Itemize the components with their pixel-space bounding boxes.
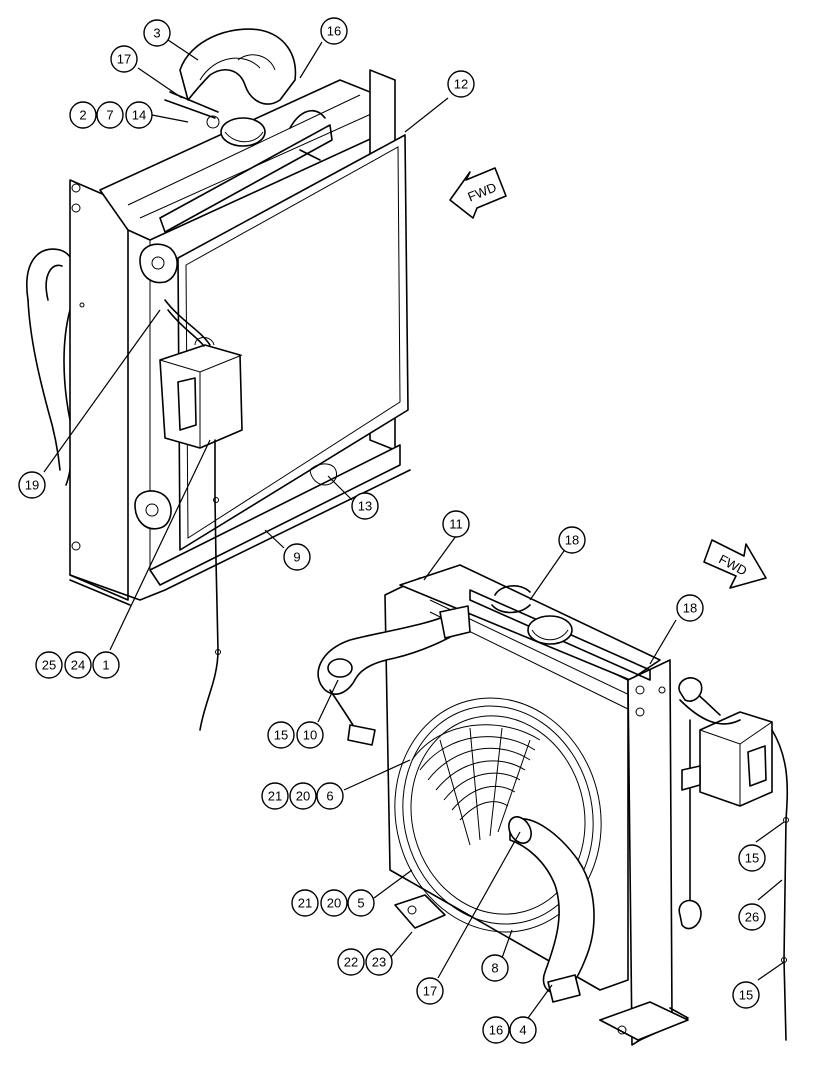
callout-8: 8	[481, 954, 509, 982]
svg-text:8: 8	[491, 961, 498, 976]
callout-9: 9	[283, 543, 311, 571]
callout-20-b: 20	[320, 889, 348, 917]
svg-text:25: 25	[42, 658, 56, 673]
callout-11: 11	[442, 510, 470, 538]
svg-text:16: 16	[327, 24, 341, 39]
svg-text:12: 12	[454, 77, 468, 92]
svg-text:9: 9	[293, 550, 300, 565]
svg-text:15: 15	[274, 728, 288, 743]
svg-text:4: 4	[519, 1023, 526, 1038]
callout-16-b: 16	[482, 1016, 510, 1044]
svg-text:21: 21	[298, 896, 312, 911]
svg-text:10: 10	[303, 728, 317, 743]
callout-1: 1	[92, 651, 120, 679]
callout-6: 6	[316, 782, 344, 810]
callout-23: 23	[365, 948, 393, 976]
callout-20-a: 20	[289, 782, 317, 810]
callout-25: 25	[35, 651, 63, 679]
callout-7: 7	[96, 101, 124, 129]
svg-text:20: 20	[327, 896, 341, 911]
svg-text:13: 13	[358, 499, 372, 514]
callout-18-a: 18	[558, 526, 586, 554]
callout-12: 12	[447, 70, 475, 98]
svg-text:15: 15	[739, 988, 753, 1003]
callout-17-top: 17	[110, 45, 138, 73]
callout-15-c: 15	[732, 981, 760, 1009]
svg-text:17: 17	[423, 984, 437, 999]
callout-16-top: 16	[320, 17, 348, 45]
svg-text:23: 23	[372, 955, 386, 970]
fan-guard	[394, 697, 602, 933]
callout-21-b: 21	[291, 889, 319, 917]
svg-text:14: 14	[132, 108, 146, 123]
svg-text:1: 1	[102, 658, 109, 673]
callout-4: 4	[509, 1016, 537, 1044]
svg-text:6: 6	[326, 789, 333, 804]
svg-text:21: 21	[268, 789, 282, 804]
svg-text:5: 5	[357, 896, 364, 911]
svg-text:3: 3	[153, 26, 160, 41]
fwd-arrow-bottom: FWD	[703, 539, 767, 589]
svg-text:17: 17	[117, 52, 131, 67]
fwd-arrow-top: FWD	[449, 167, 507, 219]
callout-13: 13	[351, 492, 379, 520]
callout-5: 5	[347, 889, 375, 917]
top-radiator-assembly	[26, 28, 411, 731]
callout-19: 19	[18, 471, 46, 499]
callout-10: 10	[296, 721, 324, 749]
callout-18-b: 18	[676, 594, 704, 622]
svg-text:26: 26	[745, 910, 759, 925]
callout-15-b: 15	[738, 844, 766, 872]
svg-text:11: 11	[449, 517, 463, 532]
callout-3: 3	[143, 19, 171, 47]
callout-26: 26	[738, 903, 766, 931]
leader-lines	[43, 39, 785, 1019]
callout-22: 22	[337, 948, 365, 976]
svg-text:20: 20	[296, 789, 310, 804]
svg-text:7: 7	[106, 108, 113, 123]
svg-text:18: 18	[565, 533, 579, 548]
callout-24: 24	[64, 651, 92, 679]
svg-text:15: 15	[745, 851, 759, 866]
svg-text:19: 19	[25, 478, 39, 493]
callout-15-a: 15	[267, 721, 295, 749]
svg-text:2: 2	[79, 108, 86, 123]
svg-text:22: 22	[344, 955, 358, 970]
bottom-radiator-assembly	[317, 564, 789, 1046]
svg-text:16: 16	[489, 1023, 503, 1038]
callout-14: 14	[125, 101, 153, 129]
svg-text:18: 18	[683, 601, 697, 616]
callout-17-b: 17	[416, 977, 444, 1005]
callout-2: 2	[69, 101, 97, 129]
callout-21-a: 21	[261, 782, 289, 810]
svg-text:24: 24	[71, 658, 85, 673]
